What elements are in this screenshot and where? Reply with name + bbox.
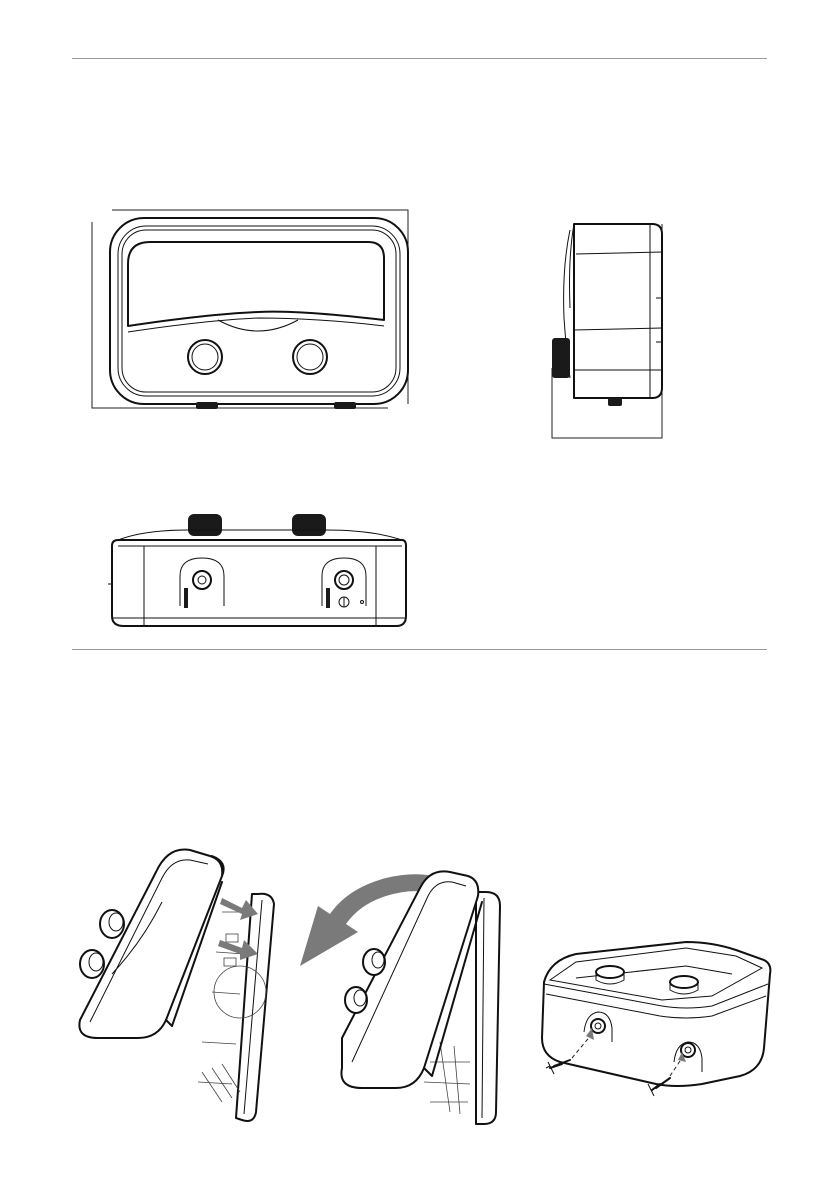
- screw-fixing-illustration: [536, 938, 776, 1108]
- top-divider: [72, 58, 767, 59]
- step-fix-screws-figure: [536, 938, 776, 1108]
- front-view-drawing: [88, 206, 414, 422]
- bottom-view-figure: [104, 510, 414, 632]
- step-open-cover-figure: [300, 862, 508, 1126]
- cover-lift-off-illustration: [72, 842, 292, 1124]
- middle-divider: [72, 649, 767, 650]
- cover-rotate-illustration: [300, 862, 508, 1126]
- front-view-figure: [88, 206, 414, 422]
- side-view-drawing: [546, 218, 670, 442]
- step-remove-cover-figure: [72, 842, 292, 1124]
- side-view-figure: [546, 218, 670, 442]
- bottom-view-drawing: [104, 510, 414, 632]
